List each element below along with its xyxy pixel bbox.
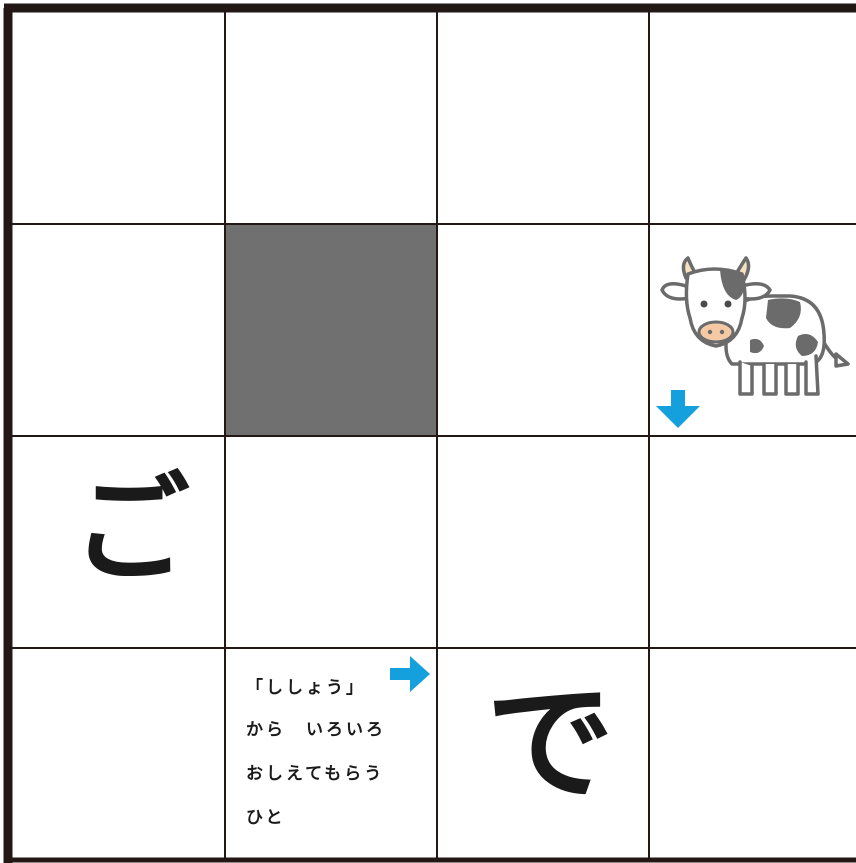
arrow-right-icon <box>390 656 430 692</box>
arrow-down-icon <box>656 390 700 428</box>
filled-kana: ご <box>72 460 191 598</box>
cow-icon <box>660 256 850 396</box>
filled-kana: で <box>486 669 615 818</box>
blocked-cell <box>225 224 437 436</box>
clue-text-line: ひと <box>246 808 286 828</box>
clue-text-line: から いろいろ <box>246 720 386 740</box>
clue-text-line: おしえてもらう <box>246 764 385 784</box>
clue-text-line: 「ししょう」 <box>246 678 366 698</box>
